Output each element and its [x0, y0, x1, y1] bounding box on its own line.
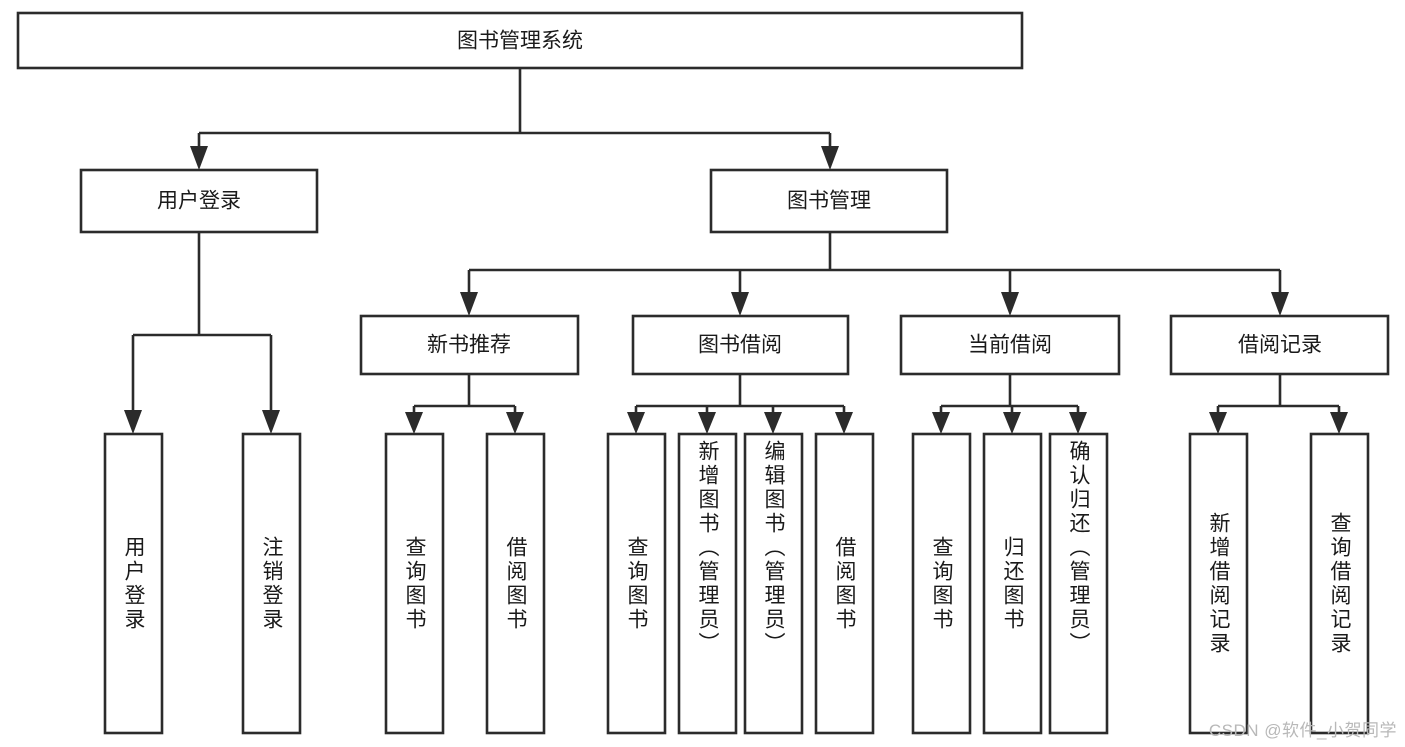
leaf-box-query-book-rec[interactable]: [384, 432, 445, 735]
node-book-borrow-box[interactable]: [631, 314, 850, 376]
leaf-box-query-borrow-record[interactable]: [1309, 432, 1370, 735]
node-current-borrow-box[interactable]: [899, 314, 1121, 376]
connectors-bookmgmt-to-level3: [460, 232, 1289, 316]
node-book-management[interactable]: 图书管理: [709, 168, 949, 234]
arrow-new-book-rec: [460, 292, 478, 316]
node-root-system[interactable]: 图书管理系统: [16, 11, 1024, 70]
leaf-box-return-book[interactable]: [982, 432, 1043, 735]
node-borrow-record[interactable]: 借阅记录: [1169, 314, 1390, 376]
node-borrow-record-label: 借阅记录: [1238, 334, 1322, 357]
leaf-box-user-login[interactable]: [103, 432, 164, 735]
connectors-userlogin-to-leaves: [124, 232, 280, 434]
arrow-leaf-user-login: [124, 410, 142, 434]
arrow-bb-leaf-3: [764, 412, 782, 434]
connectors-root-to-level2: [190, 68, 839, 170]
connectors-newbook-to-leaves: [405, 374, 524, 434]
arrow-cb-leaf-3: [1069, 412, 1087, 434]
node-new-book-recommend[interactable]: 新书推荐: [359, 314, 580, 376]
node-current-borrow-label: 当前借阅: [968, 334, 1052, 357]
arrow-bb-leaf-4: [835, 412, 853, 434]
arrow-book-mgmt: [821, 146, 839, 170]
leaf-box-edit-book-admin[interactable]: [743, 432, 804, 735]
node-user-login[interactable]: 用户登录: [79, 168, 319, 234]
connectors-bookborrow-to-leaves: [627, 374, 853, 434]
node-root-label: 图书管理系统: [457, 30, 583, 53]
node-book-management-label: 图书管理: [787, 190, 871, 213]
leaf-box-borrow-book[interactable]: [814, 432, 875, 735]
leaf-box-logout[interactable]: [241, 432, 302, 735]
node-new-book-recommend-label: 新书推荐: [427, 334, 511, 357]
node-book-management-box[interactable]: [709, 168, 949, 234]
arrow-user-login: [190, 146, 208, 170]
node-user-login-label: 用户登录: [157, 190, 241, 213]
arrow-br-leaf-1: [1209, 412, 1227, 434]
arrow-bb-leaf-1: [627, 412, 645, 434]
arrow-nb-leaf-1: [405, 412, 423, 434]
node-user-login-box[interactable]: [79, 168, 319, 234]
csdn-watermark: CSDN @软件_小贺同学: [1208, 721, 1397, 740]
leaf-box-add-borrow-record[interactable]: [1188, 432, 1249, 735]
node-borrow-record-box[interactable]: [1169, 314, 1390, 376]
arrow-current-borrow: [1001, 292, 1019, 316]
arrow-bb-leaf-2: [698, 412, 716, 434]
node-new-book-recommend-box[interactable]: [359, 314, 580, 376]
arrow-cb-leaf-1: [932, 412, 950, 434]
node-root-box[interactable]: [16, 11, 1024, 70]
arrow-borrow-record: [1271, 292, 1289, 316]
node-current-borrow[interactable]: 当前借阅: [899, 314, 1121, 376]
arrow-leaf-logout: [262, 410, 280, 434]
node-book-borrow[interactable]: 图书借阅: [631, 314, 850, 376]
leaf-box-query-book-borrow[interactable]: [606, 432, 667, 735]
leaf-box-query-book-current[interactable]: [911, 432, 972, 735]
leaf-box-confirm-return-admin[interactable]: [1048, 432, 1109, 735]
arrow-book-borrow: [731, 292, 749, 316]
arrow-br-leaf-2: [1330, 412, 1348, 434]
connectors-currentborrow-to-leaves: [932, 374, 1087, 434]
node-book-borrow-label: 图书借阅: [698, 334, 782, 357]
connectors-borrowrecord-to-leaves: [1209, 374, 1348, 434]
arrow-nb-leaf-2: [506, 412, 524, 434]
arrow-cb-leaf-2: [1003, 412, 1021, 434]
leaf-box-borrow-book-rec[interactable]: [485, 432, 546, 735]
leaf-box-add-book-admin[interactable]: [677, 432, 738, 735]
